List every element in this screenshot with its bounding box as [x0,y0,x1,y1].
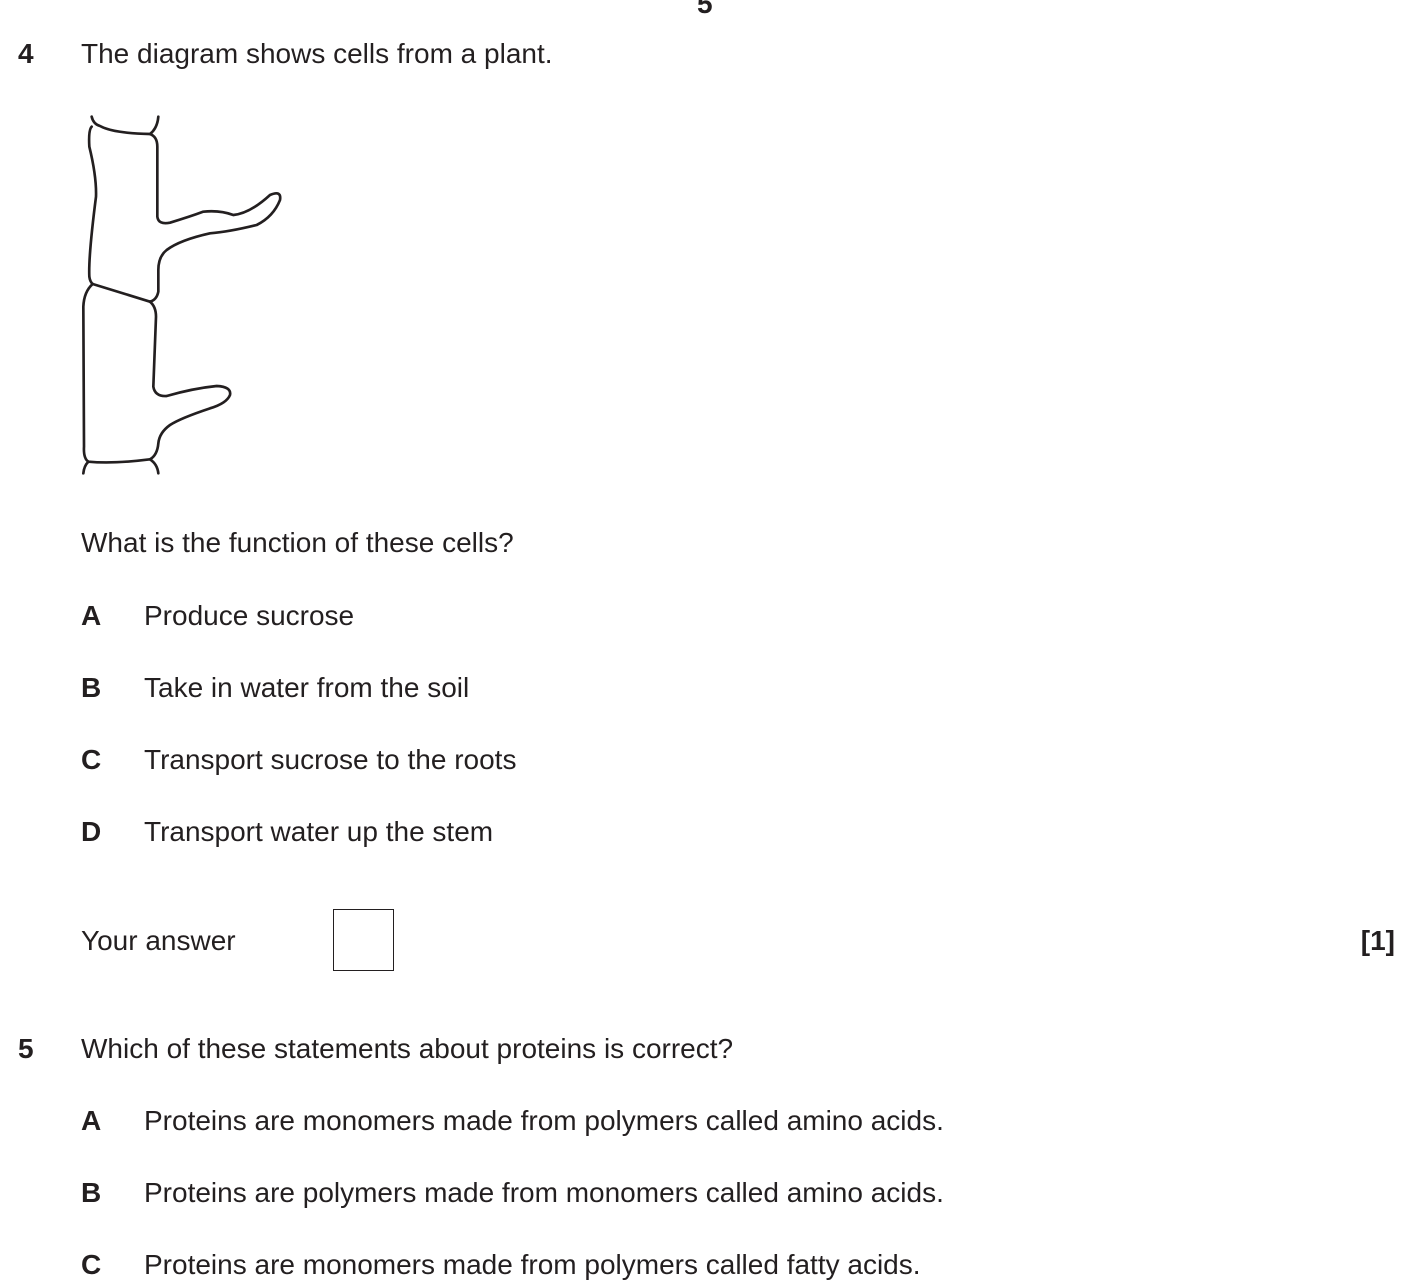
question-number: 5 [18,1033,34,1064]
option-letter: D [81,816,102,847]
option-text: Proteins are polymers made from monomers… [144,1177,944,1208]
option-text: Proteins are monomers made from polymers… [144,1105,944,1136]
option-letter: B [81,1177,102,1208]
question-stem: Which of these statements about proteins… [81,1033,734,1064]
question-stem: The diagram shows cells from a plant. [81,38,553,69]
plant-cells-diagram [82,115,282,475]
question-number: 4 [18,38,34,69]
option-letter: C [81,744,102,775]
marks-label: [1] [1360,925,1395,956]
option-letter: C [81,1249,102,1280]
option-text: Transport water up the stem [144,816,494,847]
option-text: Take in water from the soil [144,672,470,703]
page-number: 5 [697,0,713,19]
option-text: Transport sucrose to the roots [144,744,517,775]
option-letter: A [81,1105,102,1136]
answer-label: Your answer [81,925,236,956]
option-letter: B [81,672,102,703]
question-prompt: What is the function of these cells? [81,527,514,558]
option-text: Produce sucrose [144,600,355,631]
option-letter: A [81,600,102,631]
answer-box[interactable] [333,909,394,971]
option-text: Proteins are monomers made from polymers… [144,1249,921,1280]
